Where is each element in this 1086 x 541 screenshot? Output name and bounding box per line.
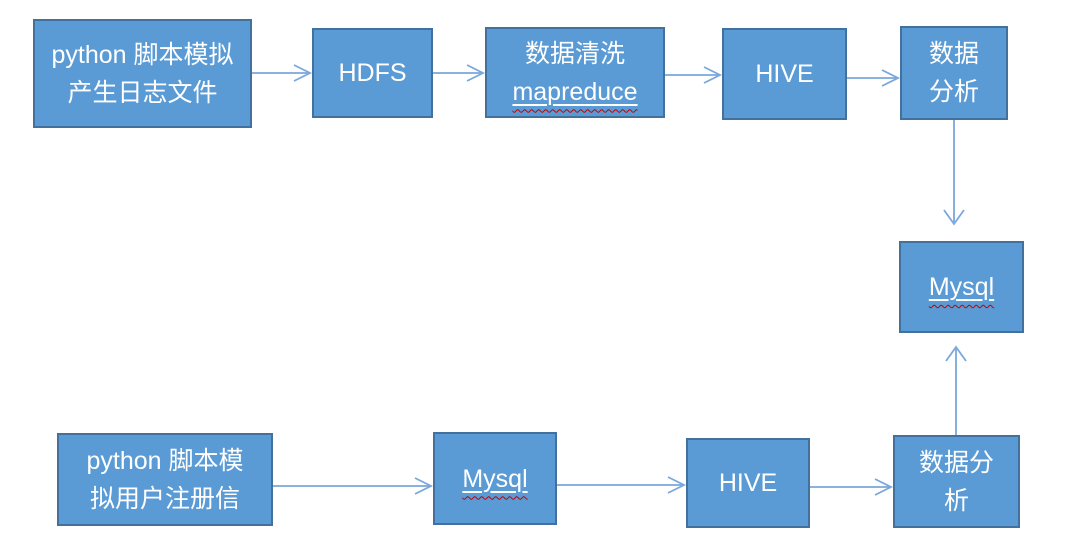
node-user-register-generator: python 脚本模 拟用户注册信 [57,433,273,526]
node-log-generator: python 脚本模拟 产生日志文件 [33,19,252,128]
misspelled-word: Mysql [462,464,528,493]
misspelled-word: mapreduce [512,77,638,106]
node-mysql-result: Mysql [899,241,1024,333]
node-hive-top: HIVE [722,28,847,120]
node-data-analysis-bottom: 数据分 析 [893,435,1020,528]
node-label-line: 析 [943,486,969,515]
node-label-line: 数据清洗 [524,39,625,68]
node-label-line: Mysql [929,268,994,306]
misspelled-word: Mysql [928,273,995,301]
node-label-line: python 脚本模 [86,446,244,475]
arrow-log-generator-to-hdfs [252,64,313,82]
node-mysql-source: Mysql [433,432,557,525]
node-label-line: mapreduce [512,73,637,111]
node-label-line: 分析 [928,78,979,106]
node-label-line: 拟用户注册信 [89,484,240,513]
node-label-line: HIVE [718,469,778,497]
node-label-line: 产生日志文件 [67,78,218,107]
node-data-analysis-top: 数据 分析 [900,26,1008,120]
node-label-line: 数据 [928,40,979,68]
arrow-hive-bottom-to-data-analysis-bottom [810,478,894,496]
node-label-line: HIVE [755,60,814,88]
node-label-line: Mysql [462,460,527,498]
node-data-cleaning: 数据清洗 mapreduce [485,27,665,118]
arrow-data-analysis-top-to-mysql-result [943,120,965,226]
node-hdfs: HDFS [312,28,433,118]
node-label-line: 数据分 [918,448,994,477]
arrow-mysql-source-to-hive-bottom [557,476,687,494]
arrow-data-cleaning-to-hive-top [665,66,723,84]
node-hive-bottom: HIVE [686,438,810,528]
arrow-hive-top-to-data-analysis-top [847,69,901,87]
arrow-user-register-generator-to-mysql-source [273,477,434,495]
arrow-data-analysis-bottom-to-mysql-result [945,345,967,435]
node-label-line: python 脚本模拟 [51,40,234,69]
arrow-hdfs-to-data-cleaning [433,64,486,82]
node-label-line: HDFS [338,59,407,87]
